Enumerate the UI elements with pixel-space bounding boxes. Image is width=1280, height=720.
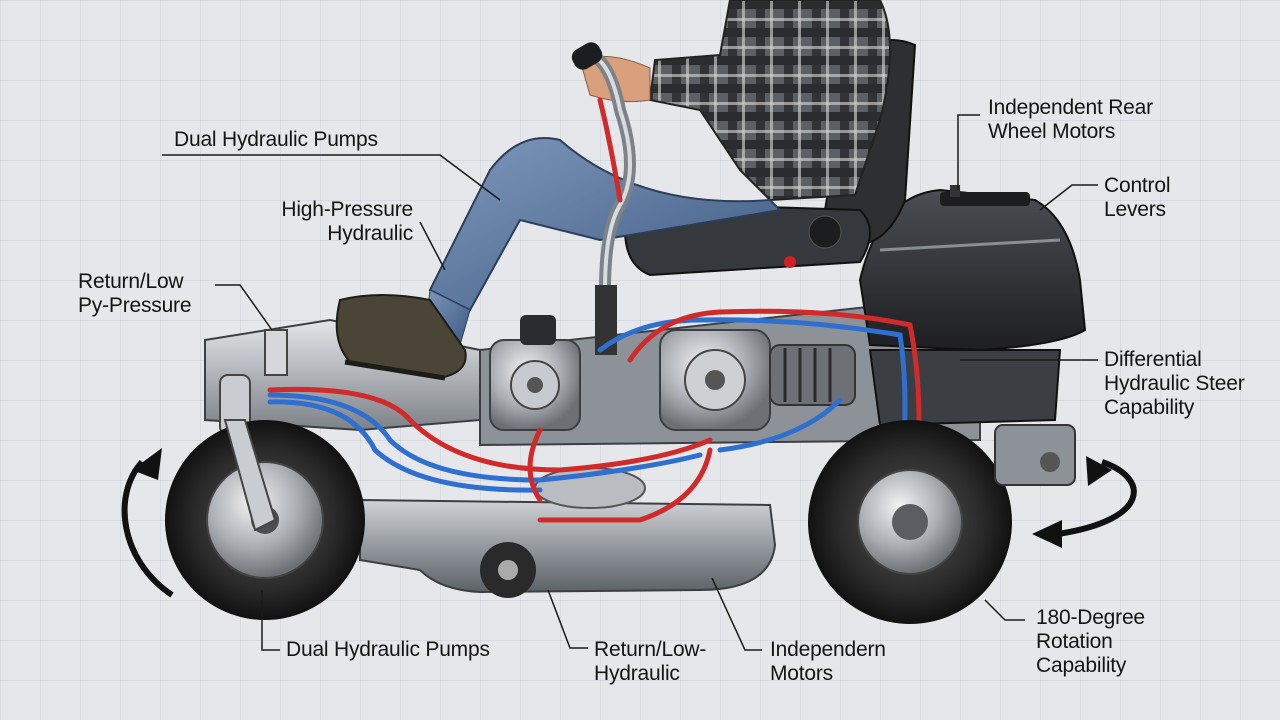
label-line: Rotation [1036,630,1113,653]
label-return-low-pressure: Return/Low Py-Pressure [78,270,192,318]
operator-figure [335,0,891,381]
label-line: Independern [770,638,886,661]
label-line: High-Pressure [281,198,413,221]
label-return-low-hydraulic: Return/Low- Hydraulic [594,638,706,686]
label-control-levers: Control Levers [1104,174,1170,222]
label-dual-hydraulic-pumps-bottom: Dual Hydraulic Pumps [286,638,490,662]
label-line: Capability [1104,396,1195,419]
rear-drive-wheel [808,420,1076,624]
label-line: Hydraulic [594,662,680,685]
label-line: Motors [770,662,833,685]
label-high-pressure-hydraulic: High-Pressure Hydraulic [258,198,413,246]
label-differential-hydraulic-steer: Differential Hydraulic Steer Capability [1104,348,1245,420]
label-line: Capability [1036,654,1127,677]
label-line: Differential [1104,348,1202,371]
label-line: Dual Hydraulic Pumps [286,638,490,661]
label-180-degree-rotation: 180-Degree Rotation Capability [1036,606,1145,678]
rotation-arrow-right-icon [1032,456,1137,548]
label-line: Wheel Motors [988,120,1116,143]
front-caster-wheel [165,419,365,620]
label-independent-rear-wheel-motors: Independent Rear Wheel Motors [988,96,1153,144]
label-line: Hydraulic Steer [1104,372,1245,395]
label-line: 180-Degree [1036,606,1145,629]
label-independern-motors: Independern Motors [770,638,886,686]
rotation-arrow-left-icon [121,448,174,598]
hydraulic-pump-left [489,315,581,431]
label-dual-hydraulic-pumps-top: Dual Hydraulic Pumps [174,128,378,152]
leader-lines [162,114,1098,651]
label-line: Control [1104,174,1171,197]
label-line: Return/Low- [594,638,707,661]
label-line: Py-Pressure [78,294,192,317]
hydraulic-pump-right [659,329,856,431]
label-line: Return/Low [78,270,184,293]
label-line: Hydraulic [327,222,413,245]
chassis-frame [204,298,981,447]
label-line: Levers [1104,198,1166,221]
label-line: Independent Rear [988,96,1153,119]
label-line: Dual Hydraulic Pumps [174,128,378,151]
high-pressure-lines [267,97,922,523]
return-lines [267,317,908,493]
control-lever [571,42,636,355]
